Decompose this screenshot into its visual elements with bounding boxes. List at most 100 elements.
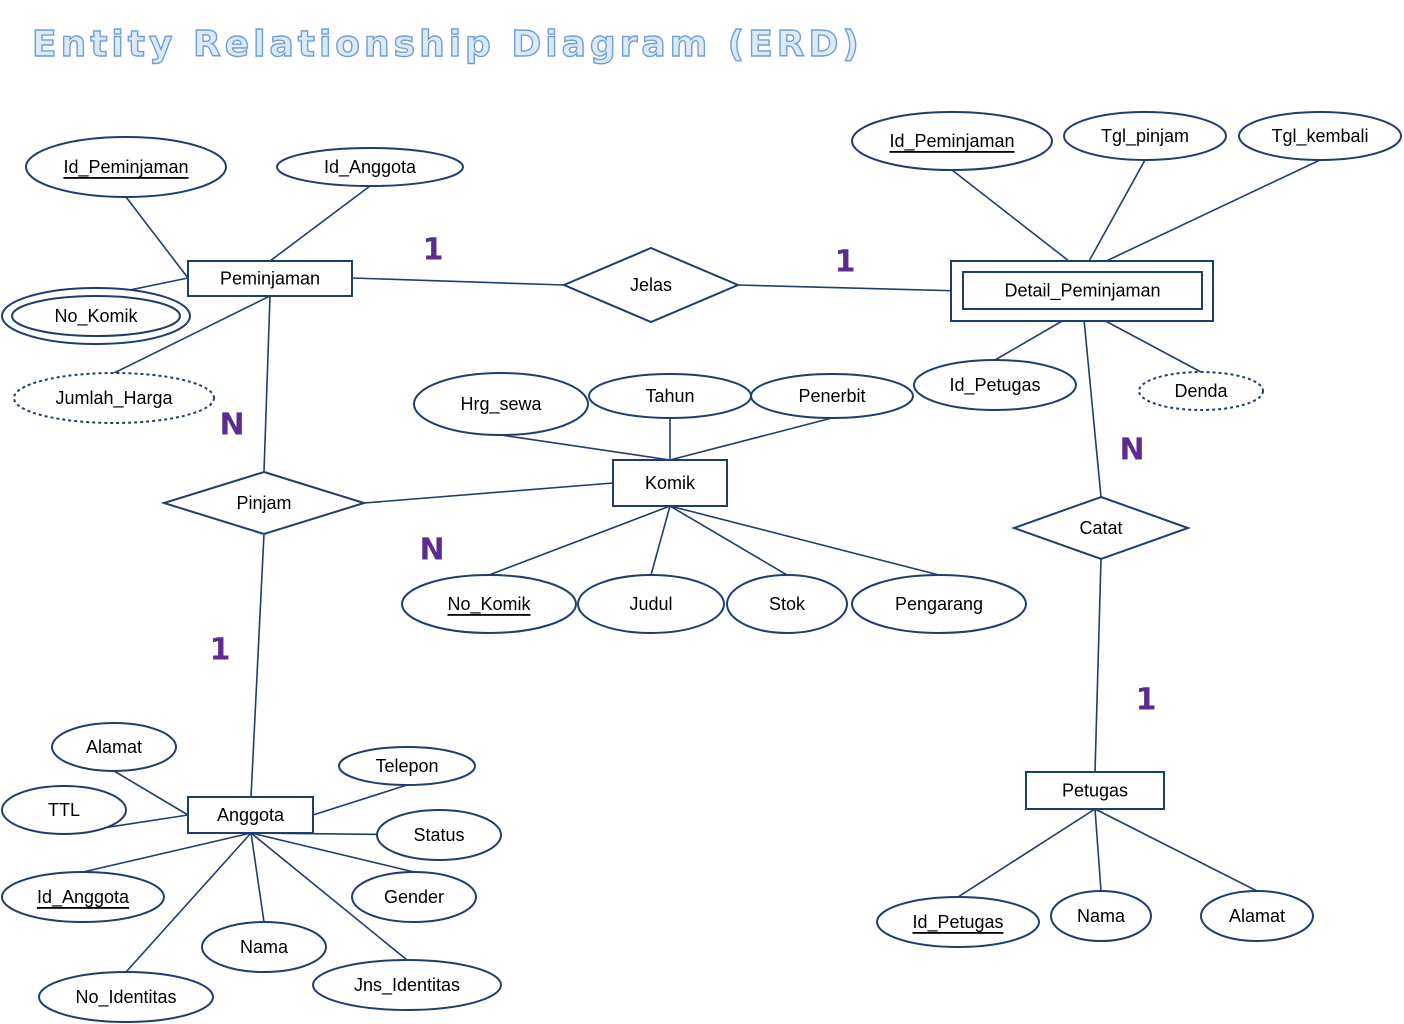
attribute-a_pet_alamat[interactable]: Alamat [1200,890,1314,942]
connector-line [250,832,408,961]
attribute-a_pet_nama[interactable]: Nama [1050,890,1152,942]
cardinality-c_ang_pinjam: 1 [210,633,231,668]
connector-line [312,784,408,816]
attribute-ellipse [413,372,589,436]
attribute-a_det_tglp[interactable]: Tgl_pinjam [1063,111,1227,161]
attribute-ellipse [1200,890,1314,942]
attribute-a_kom_hrg[interactable]: Hrg_sewa [413,372,589,436]
connector-line [363,482,614,504]
connector-line [737,284,964,292]
attribute-a_ang_jns[interactable]: Jns_Identitas [312,959,502,1011]
entity-peminjaman[interactable]: Peminjaman [187,260,353,297]
connector-line [250,533,265,798]
entity-box [612,459,728,507]
attribute-a_det_idpet[interactable]: Id_Petugas [913,359,1077,411]
entity-box [1025,771,1165,810]
attribute-a_pem_idang[interactable]: Id_Anggota [276,147,464,187]
key-attribute-label: Id_Peminjaman [889,131,1014,152]
relationship-diamond [1011,495,1191,561]
connector-line [1094,808,1102,892]
entity-anggota[interactable]: Anggota [187,796,314,834]
cardinality-c_pet_catat: 1 [1136,683,1157,718]
connector-line [500,434,671,461]
relationship-catat[interactable]: Catat [1011,495,1191,561]
relationship-jelas[interactable]: Jelas [561,246,741,324]
connector-line [269,185,371,262]
key-attribute-label: Id_Peminjaman [63,157,188,178]
key-attribute-label: Id_Anggota [37,887,130,908]
attribute-a_kom_judul[interactable]: Judul [577,574,725,634]
attribute-a_kom_stok[interactable]: Stok [726,574,848,634]
attribute-a_pem_jumlah[interactable]: Jumlah_Harga [13,372,215,424]
attribute-a_ang_alamat[interactable]: Alamat [51,722,177,772]
attribute-label: Status [413,825,464,845]
attribute-label: No_Komik [54,306,138,327]
attribute-label: Tahun [645,386,694,406]
attribute-a_ang_ttl[interactable]: TTL [1,785,127,835]
attribute-a_kom_no[interactable]: No_Komik [401,574,577,634]
relationship-pinjam[interactable]: Pinjam [160,470,368,536]
multivalued-inner-ellipse [11,295,181,337]
attribute-ellipse [1050,890,1152,942]
cardinality-c_pem_pinjam: N [219,408,244,443]
attribute-a_det_denda[interactable]: Denda [1138,371,1264,411]
attribute-label: Pengarang [895,594,983,614]
connector-line [250,832,265,923]
derived-attribute-ellipse [1138,371,1264,411]
attribute-a_pem_nokomik[interactable]: No_Komik [1,287,191,345]
cardinality-c_kom_pinjam: N [419,533,444,568]
key-attribute-label: No_Komik [447,594,531,615]
cardinality-c_det_jelas: 1 [835,245,856,280]
attribute-a_ang_nama[interactable]: Nama [201,921,327,973]
connector-line [1082,159,1321,273]
entity-komik[interactable]: Komik [612,459,728,507]
attribute-ellipse [1238,111,1402,161]
attribute-label: Nama [240,937,289,957]
connector-line [1094,808,1258,892]
attribute-label: Id_Anggota [324,157,417,178]
attribute-a_det_tglk[interactable]: Tgl_kembali [1238,111,1402,161]
attribute-a_ang_noid[interactable]: No_Identitas [38,971,214,1023]
attribute-a_pem_id[interactable]: Id_Peminjaman [25,136,227,198]
attribute-ellipse [726,574,848,634]
attribute-ellipse [51,722,177,772]
attribute-a_kom_tahun[interactable]: Tahun [588,373,752,419]
attribute-label: Jns_Identitas [354,975,460,996]
attribute-ellipse [851,574,1027,634]
entity-label: Anggota [217,805,285,825]
entity-petugas[interactable]: Petugas [1025,771,1165,810]
connector-line [669,417,833,461]
attribute-ellipse [401,574,577,634]
connector-line [488,505,671,576]
attribute-a_kom_pen[interactable]: Penerbit [750,373,914,419]
attribute-a_det_id[interactable]: Id_Peminjaman [851,111,1053,171]
connector-line [263,295,271,473]
diagram-title: Entity Relationship Diagram (ERD) [32,24,863,65]
cardinality-c_pem_jelas: 1 [423,233,444,268]
attribute-label: Alamat [86,737,142,757]
attribute-ellipse [312,959,502,1011]
key-attribute-label: Id_Petugas [912,912,1003,933]
attribute-a_kom_peng[interactable]: Pengarang [851,574,1027,634]
entity-box [187,796,314,834]
attribute-a_ang_gender[interactable]: Gender [351,871,477,923]
attribute-ellipse [338,746,476,786]
entity-box [187,260,353,297]
entity-label: Peminjaman [220,269,320,289]
attribute-ellipse [851,111,1053,171]
attribute-a_ang_status[interactable]: Status [376,809,502,861]
attribute-ellipse [913,359,1077,411]
attribute-label: Alamat [1229,906,1285,926]
attribute-a_ang_telp[interactable]: Telepon [338,746,476,786]
connector-line [1082,159,1146,273]
entity-detail[interactable]: Detail_Peminjaman [950,260,1214,322]
attribute-a_ang_id[interactable]: Id_Anggota [1,871,165,923]
attribute-a_pet_id[interactable]: Id_Petugas [876,896,1040,948]
attribute-ellipse [351,871,477,923]
attribute-label: No_Identitas [75,987,176,1008]
connector-layer [63,159,1321,973]
connector-line [1082,308,1102,498]
attribute-label: Hrg_sewa [460,394,542,415]
attribute-ellipse [1,871,165,923]
relationship-diamond [561,246,741,324]
